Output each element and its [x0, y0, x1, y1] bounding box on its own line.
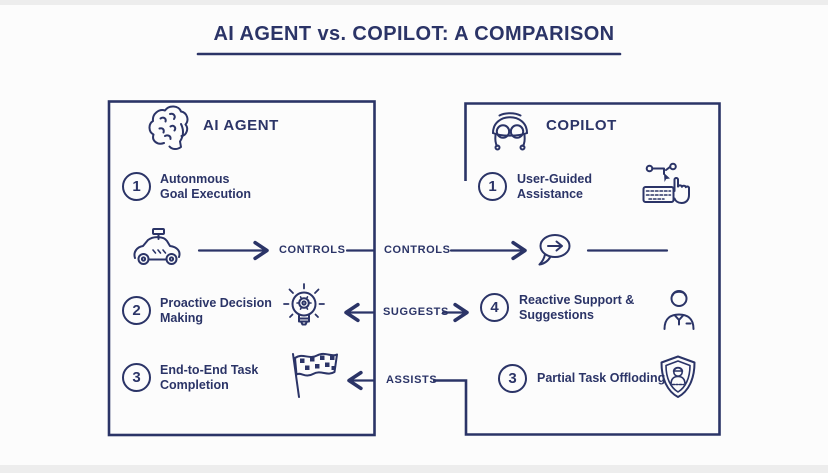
pilot-helmet-icon — [492, 112, 528, 151]
assists-label: ASSISTS — [386, 374, 438, 386]
item-label-line1: User-Guided — [517, 172, 593, 186]
item-number: 3 — [498, 364, 527, 393]
shield-person-icon — [660, 355, 696, 398]
item-label-line1: Partial Task Offloding — [537, 371, 666, 385]
suggests-label: SUGGESTS — [383, 306, 449, 318]
copilot-panel-title: COPILOT — [546, 117, 617, 134]
item-label: User-Guided Assistance — [517, 172, 592, 202]
keyboard-hand-icon — [642, 162, 690, 204]
item-label-line2: Completion — [160, 378, 229, 392]
speech-bubble-arrow-icon — [538, 234, 571, 266]
item-label-line2: Making — [160, 311, 204, 325]
autonomous-car-icon — [133, 228, 181, 265]
ai-agent-panel-border — [107, 100, 376, 437]
item-label-line1: End-to-End Task — [160, 363, 259, 377]
page-title: AI AGENT vs. COPILOT: A COMPARISON — [213, 23, 615, 45]
person-icon — [663, 290, 695, 330]
connector-lines — [197, 240, 669, 391]
item-number-text: 3 — [508, 370, 517, 387]
item-label-line2: Suggestions — [519, 308, 595, 322]
checkered-flag-icon — [292, 352, 338, 398]
controls-left-label: CONTROLS — [279, 244, 346, 256]
item-label-line1: Autonmous — [160, 172, 230, 186]
item-number-text: 1 — [488, 178, 497, 195]
item-label: Reactive Support & Suggestions — [519, 293, 634, 323]
item-label-line1: Proactive Decision — [160, 296, 272, 310]
item-number-text: 3 — [132, 369, 141, 386]
controls-right-label: CONTROLS — [384, 244, 451, 256]
item-label: Autonmous Goal Execution — [160, 172, 251, 202]
item-number: 2 — [122, 296, 151, 325]
brain-icon — [148, 105, 189, 150]
item-label-line2: Goal Execution — [160, 187, 251, 201]
item-label: End-to-End Task Completion — [160, 363, 258, 393]
lightbulb-gear-icon — [283, 283, 325, 326]
ai-agent-panel-title: AI AGENT — [203, 117, 279, 134]
item-number: 1 — [478, 172, 507, 201]
item-number: 1 — [122, 172, 151, 201]
top-edge-band — [0, 0, 828, 5]
bottom-edge-band — [0, 465, 828, 473]
item-number: 4 — [480, 293, 509, 322]
item-number: 3 — [122, 363, 151, 392]
item-number-text: 2 — [132, 302, 141, 319]
item-number-text: 1 — [132, 178, 141, 195]
copilot-panel-border — [433, 102, 721, 436]
item-label: Partial Task Offloding — [537, 371, 665, 386]
item-label: Proactive Decision Making — [160, 296, 272, 326]
item-label-line2: Assistance — [517, 187, 584, 201]
item-number-text: 4 — [490, 299, 499, 316]
item-label-line1: Reactive Support & — [519, 293, 635, 307]
